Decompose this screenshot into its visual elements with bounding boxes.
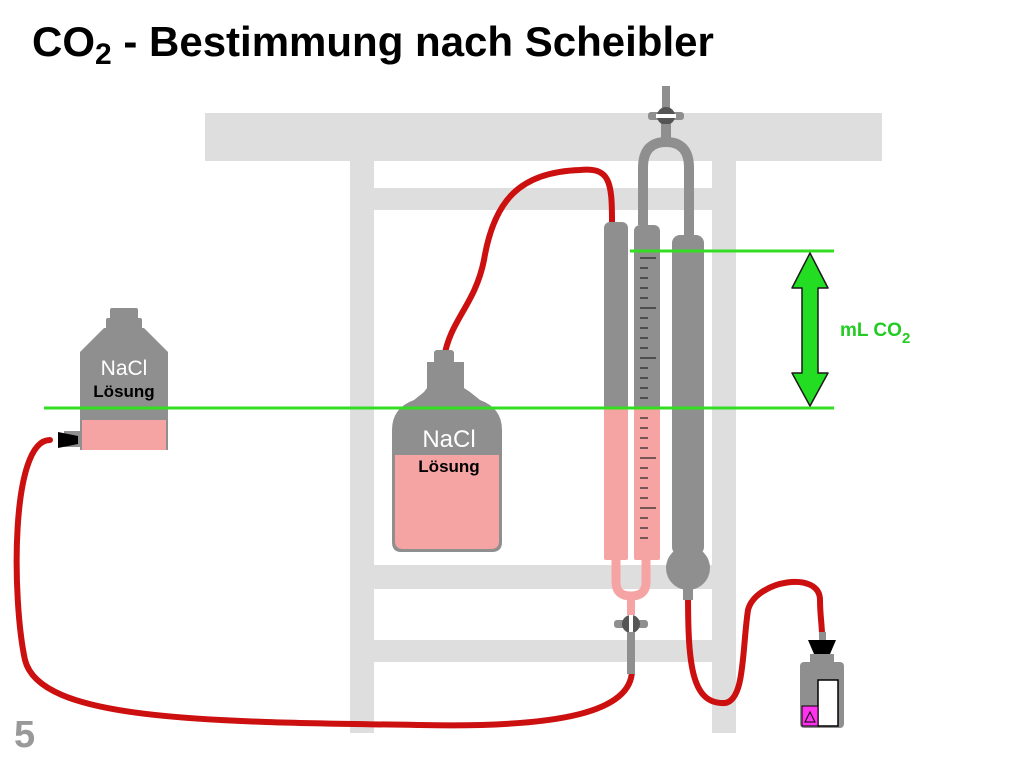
sample-flask: [800, 632, 844, 728]
bulb: [666, 546, 710, 590]
hose-bulb-to-flask: [685, 578, 825, 707]
bottle-center-label-2: Lösung: [418, 457, 479, 476]
title-subscript: 2: [95, 38, 112, 71]
bottle-center-label-1: NaCl: [422, 426, 475, 453]
volume-double-arrow: [791, 252, 829, 407]
liquid-left: [82, 420, 166, 450]
measurement-label-text: mL CO: [840, 320, 902, 341]
page-title: CO2 - Bestimmung nach Scheibler: [32, 18, 714, 70]
hoses: [13, 166, 825, 729]
burette-assembly: [604, 86, 710, 674]
sample-substance: [801, 705, 819, 727]
title-main: CO: [32, 18, 95, 65]
lab-stand: [205, 113, 882, 733]
hose-center-to-burette: [441, 166, 615, 361]
burette-scale: [640, 257, 656, 539]
title-rest: - Bestimmung nach Scheibler: [111, 18, 714, 65]
liquid-measuring-tube: [634, 408, 660, 560]
measurement-label: mL CO2: [840, 320, 910, 347]
level-lines: [44, 249, 834, 410]
bottle-left: NaCl Lösung: [58, 308, 168, 450]
bottle-left-label-1: NaCl: [101, 357, 148, 380]
liquid-left-tube: [604, 408, 628, 560]
measurement-label-sub: 2: [902, 330, 910, 347]
liquid-center: [395, 455, 499, 549]
bottle-center: NaCl Lösung: [392, 350, 502, 552]
bottle-left-label-2: Lösung: [93, 382, 154, 401]
page-number: 5: [14, 714, 36, 756]
hose-left-to-burette: [13, 437, 635, 729]
inner-vial: [817, 679, 839, 727]
